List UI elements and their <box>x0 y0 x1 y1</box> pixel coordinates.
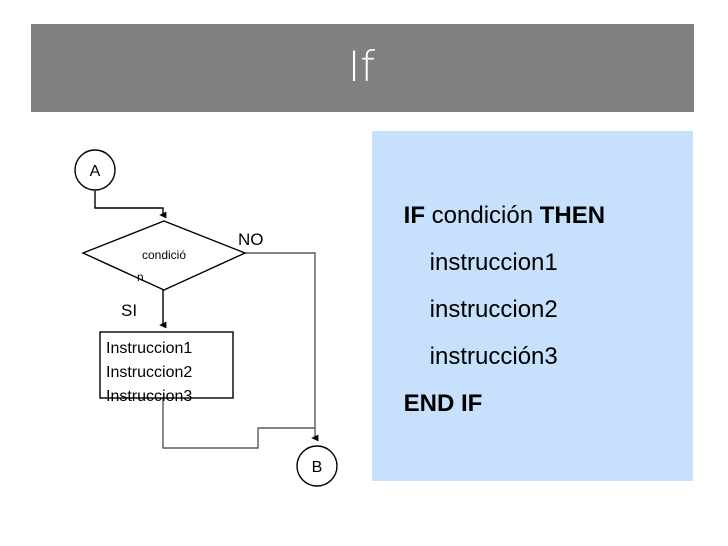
process-box <box>99 331 234 399</box>
process-line-2: Instruccion2 <box>106 364 192 381</box>
flowchart-node-process: Instruccion1 Instruccion2 Instruccion3 <box>99 331 234 405</box>
instruction-2-text: instruccion2 <box>429 296 558 323</box>
connector-decision-no-to-b <box>245 252 319 442</box>
branch-label-no: NO <box>238 230 264 249</box>
keyword-if: IF <box>403 202 432 229</box>
pseudocode-panel: IF condición THEN instruccion1 instrucci… <box>372 131 693 481</box>
end-connector-circle <box>296 445 338 487</box>
pseudocode-line-instruction3: instrucción3 <box>403 321 558 393</box>
slide-title-banner: If <box>31 24 694 112</box>
condition-text: condición <box>431 202 540 229</box>
instruction-1-text: instruccion1 <box>429 249 558 276</box>
decision-label-line1: condició <box>142 248 186 262</box>
instruction-3-text: instrucción3 <box>429 343 558 370</box>
flowchart-diagram: A condició n NO SI Instruccion1 Instrucc… <box>0 120 372 520</box>
flowchart-node-end-b: B <box>296 445 338 487</box>
end-connector-label: B <box>312 459 323 476</box>
branch-label-si: SI <box>121 301 137 320</box>
flowchart-node-start-a: A <box>74 149 116 191</box>
pseudocode-line-instruction2: instruccion2 <box>403 274 558 346</box>
connector-process-to-b <box>162 398 315 449</box>
start-connector-label: A <box>90 163 101 180</box>
process-line-3: Instruccion3 <box>106 388 192 405</box>
keyword-end-if: END IF <box>403 390 483 417</box>
decision-label-line2: n <box>137 270 144 284</box>
keyword-then: THEN <box>539 202 606 229</box>
connector-a-to-decision <box>94 191 167 219</box>
pseudocode-line-endif: END IF <box>377 368 483 440</box>
flowchart-canvas: A condició n NO SI Instruccion1 Instrucc… <box>74 149 338 487</box>
decision-diamond <box>81 220 247 291</box>
page-title: If <box>347 42 376 91</box>
pseudocode-line-if: IF condición THEN <box>377 180 605 252</box>
start-connector-circle <box>74 149 116 191</box>
pseudocode-line-instruction1: instruccion1 <box>403 227 558 299</box>
process-line-1: Instruccion1 <box>106 340 192 357</box>
flowchart-node-decision: condició n <box>81 220 247 291</box>
